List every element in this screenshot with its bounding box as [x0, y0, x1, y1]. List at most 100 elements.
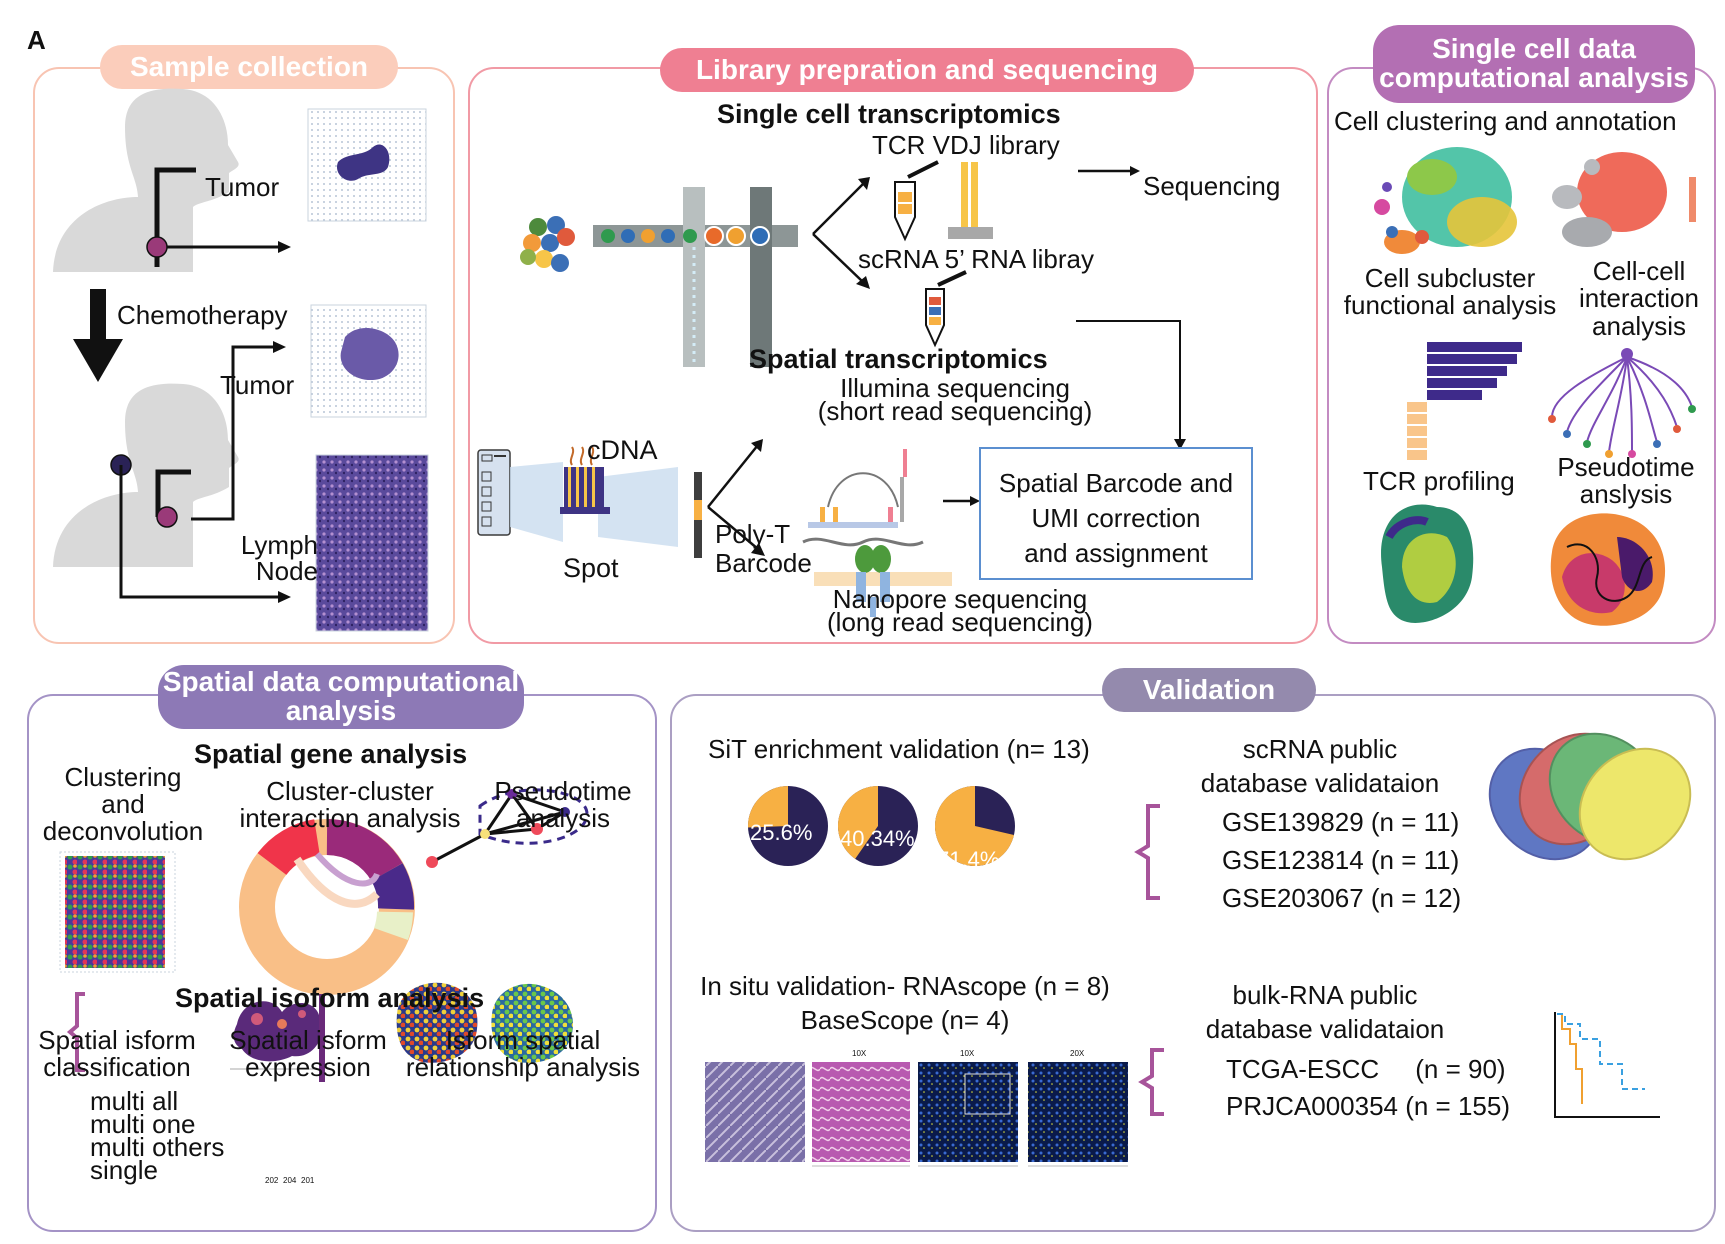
- sc-subcluster-label: Cell subcluster functional analysis: [1343, 263, 1557, 321]
- cdna-label: cDNA: [587, 435, 658, 465]
- mag-label-1: 10X: [960, 1049, 975, 1058]
- tumor-site-icon: [146, 236, 168, 258]
- mag-label-0: 10X: [852, 1049, 867, 1058]
- tcr-tube-icon: [894, 160, 939, 242]
- spatial-title: Spatial data computational analysis: [158, 665, 524, 729]
- spatial-isoform-heading: Spatial isoform analysis: [175, 983, 485, 1013]
- illumina-label: Illumina sequencing (short read sequenci…: [817, 373, 1093, 426]
- spatial-gene-heading: Spatial gene analysis: [194, 739, 468, 769]
- sit-label: SiT enrichment validation (n= 13): [708, 734, 1090, 764]
- basescope-image-1: [918, 1062, 1018, 1162]
- iso-class-label: Spatial isform classification: [38, 1025, 196, 1083]
- pie-1-slice: [838, 786, 878, 859]
- single-cell-title: Single cell data computational analysis: [1373, 25, 1695, 103]
- basescope-image-2: [1028, 1062, 1128, 1162]
- sc-clustering-label: Cell clustering and annotation: [1334, 106, 1677, 136]
- sample-collection-graphic: [53, 88, 429, 632]
- lymph-node-label: Lymph Node: [240, 530, 318, 586]
- cluster-interaction-chord: [239, 819, 415, 995]
- pie-label-2: 71.4%: [937, 847, 1000, 872]
- isoform-spatial-map-1: [396, 982, 478, 1063]
- bulk-db-label: bulk-RNA public database validataion: [1205, 980, 1445, 1044]
- barcode-box: [979, 447, 1253, 580]
- spatial-transcriptomics-heading: Spatial transcriptomics: [749, 344, 1048, 374]
- pseudotime-umap-icon: [1550, 513, 1666, 626]
- iso-category-1: multi one: [90, 1109, 196, 1139]
- nanopore-icon: [802, 537, 952, 617]
- gse-1: GSE123814 (n = 11): [1222, 845, 1460, 875]
- spot-icon: [560, 446, 610, 514]
- heat-tick-1: 204: [283, 1176, 297, 1185]
- sc-tcr-label: TCR profiling: [1363, 466, 1515, 496]
- pie-label-0: 25.6%: [750, 820, 813, 845]
- single-cell-graphic: [1374, 147, 1696, 626]
- chemotherapy-label: Chemotherapy: [117, 300, 288, 330]
- scrna-lib-label: scRNA 5’ RNA libray: [858, 244, 1094, 274]
- rnascope-image-2: [812, 1062, 910, 1162]
- insitu-label: In situ validation- RNAscope (n = 8) Bas…: [700, 971, 1110, 1035]
- spatial-slide-icon: [477, 449, 511, 536]
- cell-interaction-network-icon: [1551, 356, 1693, 453]
- validation-title: Validation: [1102, 668, 1316, 712]
- validation-graphic: [705, 732, 1692, 1167]
- umap-highlight-icon: [1552, 152, 1696, 247]
- library-title: Library prepration and sequencing: [660, 48, 1194, 92]
- sample-collection-title: Sample collection: [100, 45, 398, 89]
- scrna-db-bracket: [1134, 804, 1160, 900]
- spatial-pseudotime-label: Pseudotime analysis: [494, 776, 632, 834]
- survival-curve: [1554, 1012, 1660, 1118]
- sequencing-label: Sequencing: [1143, 171, 1281, 201]
- gse-2: GSE203067 (n = 12): [1222, 883, 1462, 913]
- gse-0: GSE139829 (n = 11): [1222, 807, 1460, 837]
- spatial-graphic: [59, 788, 589, 1082]
- bulk-db-bracket: [1138, 1048, 1164, 1116]
- sc-cellcell-label: Cell-cell interaction analysis: [1579, 256, 1699, 341]
- patient-head-icon: [53, 88, 239, 272]
- iso-category-3: single: [90, 1155, 158, 1185]
- iso-category-2: multi others: [90, 1132, 225, 1162]
- pie-label-1: 40.34%: [840, 826, 915, 851]
- rnascope-image-1: [705, 1062, 805, 1162]
- bulk-0: TCGA-ESCC (n = 90): [1226, 1054, 1506, 1084]
- iso-spatial-label: Isform spatial relationship analysis: [405, 1025, 641, 1083]
- mag-label-2: 20X: [1070, 1049, 1085, 1058]
- illumina-flowcell-icon: [808, 449, 907, 528]
- scrna-tube-icon: [925, 270, 967, 348]
- library-graphic: [477, 160, 1253, 617]
- spatial-cluster-cluster-label: Cluster-cluster interaction analysis: [239, 776, 461, 834]
- cell-cluster-icon: [520, 216, 575, 272]
- polyt-label: Poly-T Barcode: [715, 519, 812, 579]
- nanopore-label: Nanopore sequencing (long read sequencin…: [827, 584, 1093, 637]
- isoform-spatial-map-2: [491, 983, 573, 1063]
- tcr-profiling-bars: [1407, 342, 1522, 460]
- polyt-barcode-icon: [694, 472, 702, 558]
- classification-bracket: [66, 992, 85, 1072]
- sc-transcriptomics-heading: Single cell transcriptomics: [717, 99, 1061, 129]
- scrna-db-label: scRNA public database validataion: [1200, 734, 1440, 798]
- chemotherapy-arrow-icon: [73, 339, 123, 382]
- venn-diagram: [1488, 732, 1692, 861]
- barcode-box-label: Spatial Barcode and UMI correction and a…: [998, 468, 1234, 569]
- iso-expr-label: Spatial isform expression: [229, 1025, 387, 1083]
- figure-label: A: [27, 25, 46, 55]
- heat-tick-2: 201: [301, 1176, 315, 1185]
- umap-clusters-icon: [1374, 147, 1517, 254]
- lymph-node-slide: [315, 454, 429, 632]
- deconvolution-map: [65, 856, 165, 968]
- sc-pseudotime-label: Pseudotime anslysis: [1557, 452, 1695, 510]
- bulk-1: PRJCA000354 (n = 155): [1226, 1091, 1511, 1121]
- isoform-expression-map: [230, 994, 325, 1082]
- spatial-clustering-label: Clustering and deconvolution: [42, 762, 204, 847]
- spot-label: Spot: [563, 553, 619, 583]
- heat-tick-0: 202: [265, 1176, 279, 1185]
- pie-2-slice: [935, 786, 1014, 866]
- vdj-gene-icon: [948, 162, 993, 239]
- tcr-umap-icon: [1381, 504, 1474, 623]
- tumor-label-top: Tumor: [205, 172, 280, 202]
- pseudotime-network: [426, 788, 589, 868]
- tumor-label-bottom: Tumor: [220, 370, 295, 400]
- iso-category-0: multi all: [90, 1086, 179, 1116]
- tcr-vdj-label: TCR VDJ library: [872, 130, 1060, 160]
- pie-0-slice: [748, 786, 788, 828]
